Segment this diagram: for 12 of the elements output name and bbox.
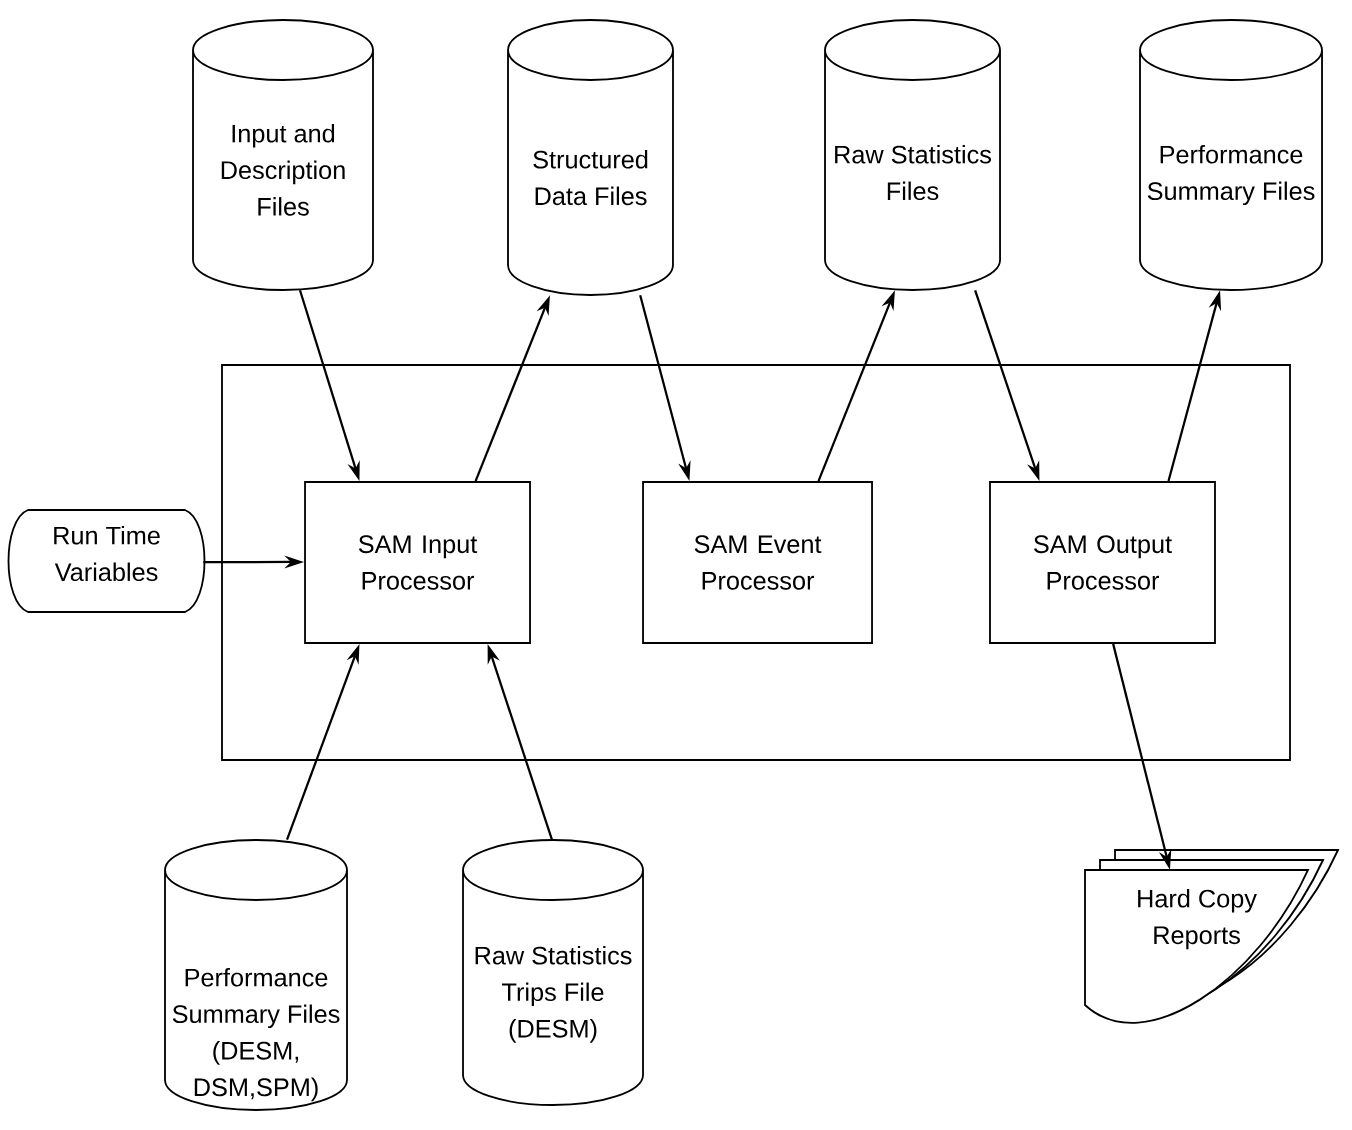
system-boundary	[221, 364, 1291, 761]
database-cylinder: Raw Statistics Trips File (DESM)	[462, 839, 644, 1106]
input-terminal: Run Time Variables	[7, 509, 206, 613]
database-cylinder: Structured Data Files	[507, 19, 674, 296]
process-box: SAM Event Processor	[642, 481, 873, 644]
database-cylinder: Raw Statistics Files	[824, 19, 1001, 291]
process-box: SAM Output Processor	[989, 481, 1216, 644]
database-cylinder: Performance Summary Files	[1139, 19, 1323, 291]
database-cylinder: Input and Description Files	[192, 19, 374, 291]
document-stack: Hard Copy Reports	[1084, 849, 1339, 1024]
database-cylinder: Performance Summary Files (DESM, DSM,SPM)	[164, 839, 348, 1111]
process-box: SAM Input Processor	[304, 481, 531, 644]
